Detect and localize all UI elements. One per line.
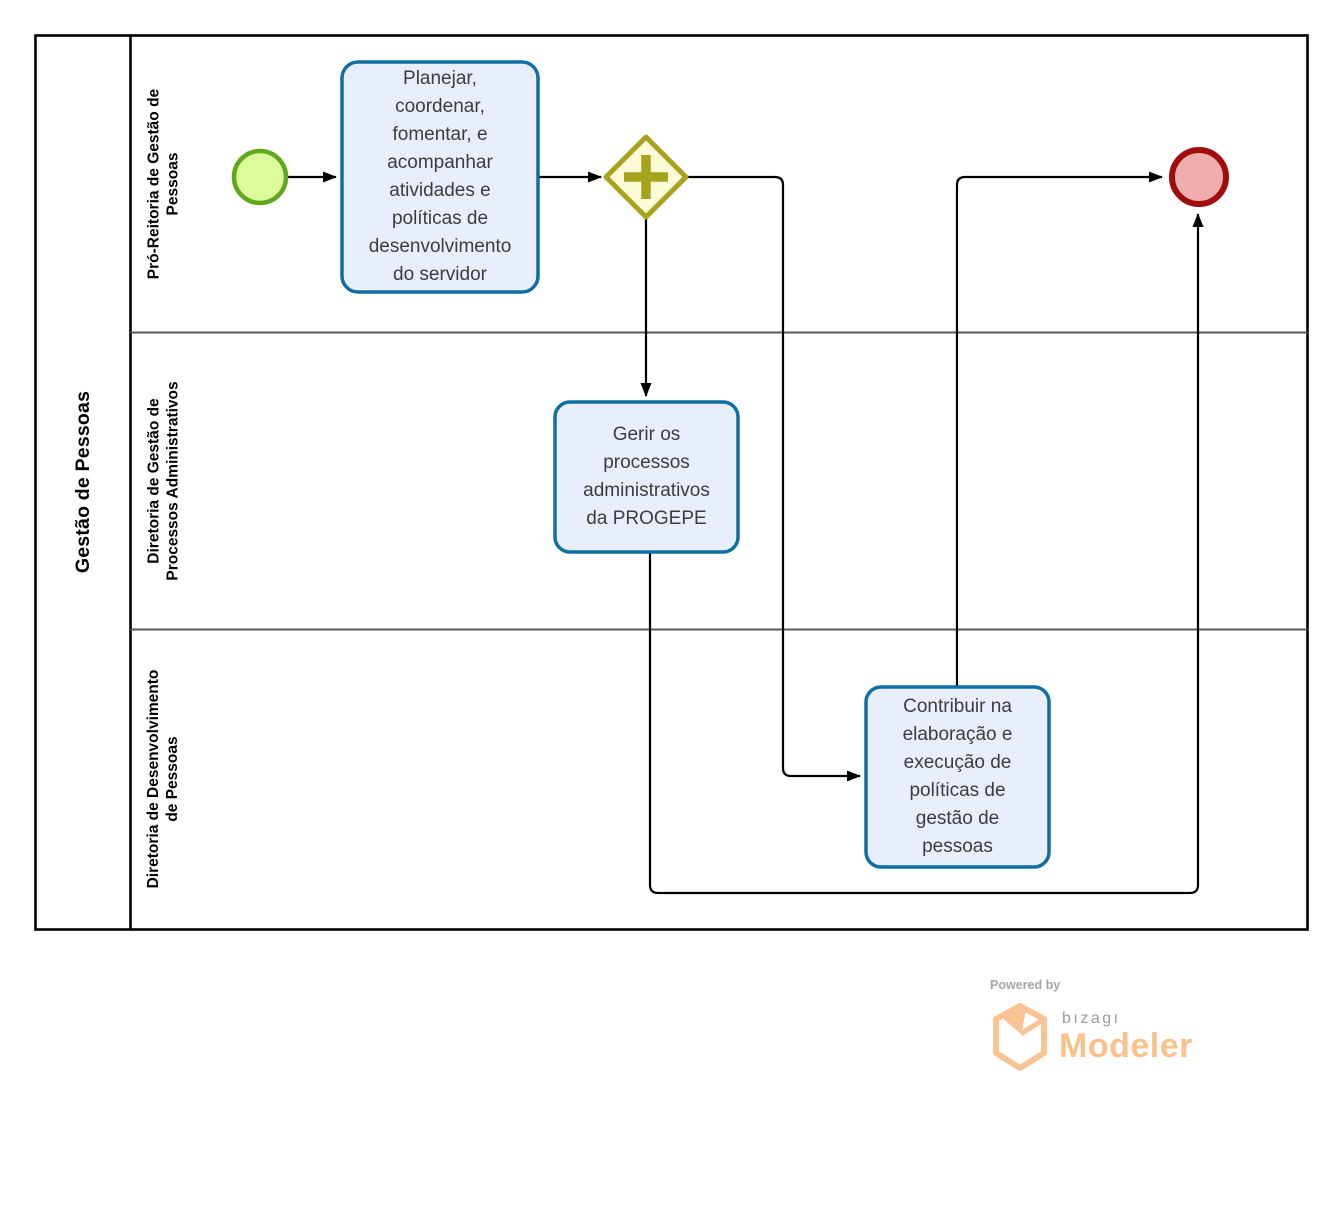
bizagi-modeler-logo: Powered by bızagı Modeler xyxy=(985,975,1265,1085)
end-event[interactable] xyxy=(1169,147,1229,207)
bizagi-hexagon-icon xyxy=(993,1003,1047,1071)
flow-gerir-to-end[interactable] xyxy=(648,213,1204,895)
modeler-wordmark: Modeler xyxy=(1059,1027,1193,1065)
lane-label-diretoria-desenvolvimento: Diretoria de Desenvolvimento de Pessoas xyxy=(145,669,181,889)
powered-by-text: Powered by xyxy=(990,978,1061,992)
bizagi-wordmark: bızagı xyxy=(1062,1010,1121,1027)
task-contribuir-shape[interactable] xyxy=(864,685,1051,869)
lane-label-diretoria-processos: Diretoria de Gestão de Processos Adminis… xyxy=(145,380,181,581)
task-planejar-shape[interactable] xyxy=(340,60,540,294)
pool-title: Gestão de Pessoas xyxy=(72,390,94,574)
start-event[interactable] xyxy=(231,148,289,206)
lane-label-pro-reitoria: Pró-Reitoria de Gestão de Pessoas xyxy=(145,88,181,279)
pool-border xyxy=(34,34,1309,931)
flow-gateway-to-contribuir[interactable] xyxy=(686,175,861,782)
flow-contribuir-to-end[interactable] xyxy=(955,171,1163,686)
task-gerir-shape[interactable] xyxy=(553,400,740,554)
plus-icon xyxy=(624,155,668,199)
